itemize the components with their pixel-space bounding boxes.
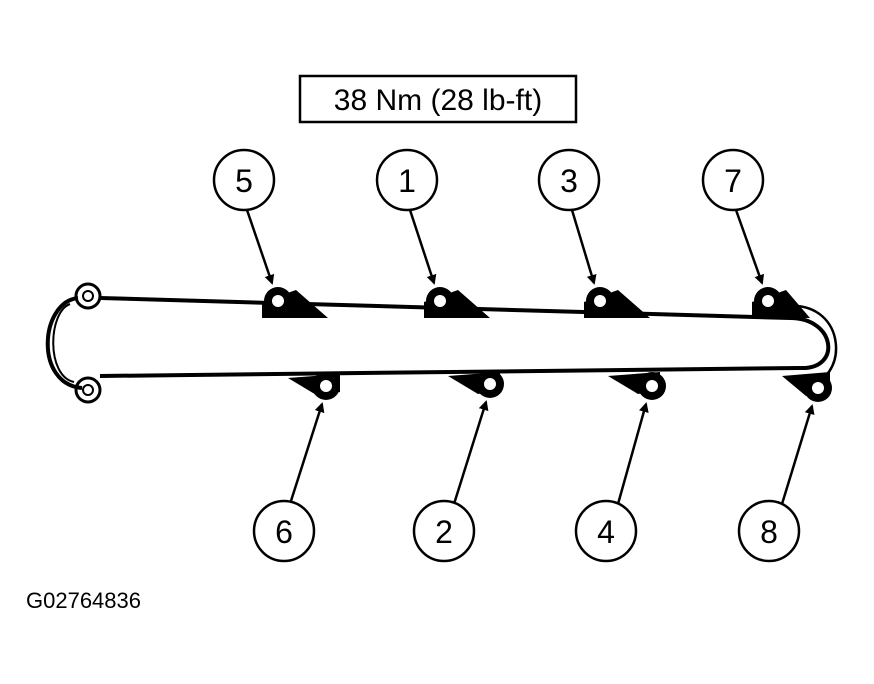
bolt-3 — [584, 287, 650, 318]
bolt-5 — [262, 287, 328, 318]
leader-arrows — [245, 209, 815, 505]
svg-text:1: 1 — [398, 163, 416, 199]
svg-text:8: 8 — [760, 514, 778, 550]
svg-text:3: 3 — [560, 163, 578, 199]
arrow-3 — [570, 209, 597, 285]
callout-top-3: 7 — [701, 148, 765, 212]
bolt-2 — [448, 370, 504, 398]
arrow-7 — [734, 209, 765, 285]
callout-bottom-3: 8 — [737, 499, 801, 563]
arrow-4 — [616, 402, 649, 505]
bolt-6 — [288, 372, 340, 400]
torque-spec-label: 38 Nm (28 lb-ft) — [334, 84, 542, 117]
callout-bottom-0: 6 — [252, 499, 316, 563]
callout-bottom-2: 4 — [574, 499, 638, 563]
arrow-5 — [245, 209, 275, 285]
torque-spec-box: 38 Nm (28 lb-ft) — [298, 74, 578, 124]
arrow-8 — [780, 404, 815, 505]
arrow-6 — [288, 402, 325, 505]
svg-text:7: 7 — [724, 163, 742, 199]
arrow-2 — [452, 400, 489, 505]
svg-text:4: 4 — [597, 514, 615, 550]
svg-text:5: 5 — [235, 163, 253, 199]
callout-bottom-1: 2 — [412, 499, 476, 563]
bolt-8 — [782, 372, 832, 402]
bolt-7 — [752, 287, 810, 318]
figure-id-label: G02764836 — [26, 588, 141, 613]
svg-text:2: 2 — [435, 514, 453, 550]
callout-top-1: 1 — [375, 148, 439, 212]
svg-text:6: 6 — [275, 514, 293, 550]
callout-top-0: 5 — [212, 148, 276, 212]
arrow-1 — [408, 209, 437, 285]
callout-top-2: 3 — [537, 148, 601, 212]
bolt-4 — [608, 372, 666, 400]
bolt-1 — [424, 287, 490, 318]
